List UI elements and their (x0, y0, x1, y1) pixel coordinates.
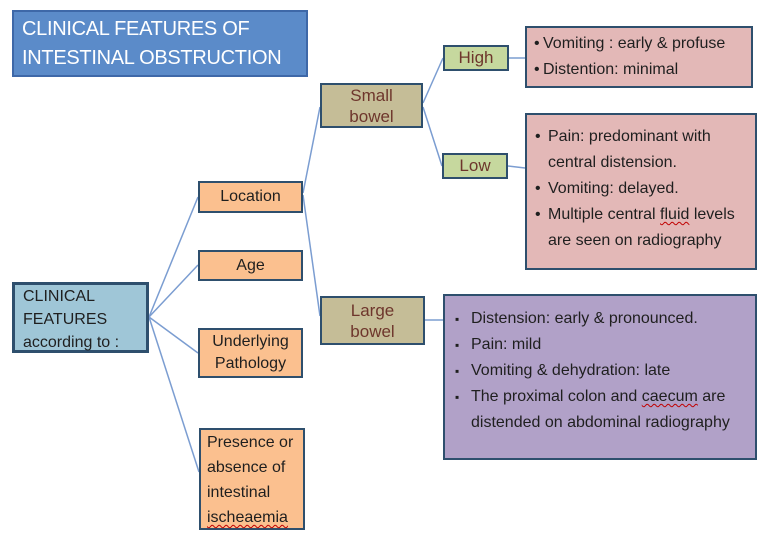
connector-small-bowel-high (422, 57, 444, 104)
bullet-item: •Vomiting : early & profuse (534, 31, 749, 57)
connector-location-large-bowel (302, 194, 321, 317)
connector-location-small-bowel (302, 106, 321, 194)
diagram-title: CLINICAL FEATURES OF INTESTINAL OBSTRUCT… (12, 10, 308, 77)
bullet-text: Vomiting: delayed. (548, 180, 679, 197)
bullet-marker: • (535, 128, 541, 145)
details-high-box: •Vomiting : early & profuse•Distention: … (525, 26, 753, 88)
bullet-text: Vomiting & dehydration: late (471, 362, 671, 379)
connector-root-location (148, 196, 199, 318)
node-age: Age (198, 250, 303, 281)
details-large-bowel-box: ▪ Distension: early & pronounced. ▪ Pain: m… (443, 294, 757, 460)
node-high: High (443, 45, 509, 71)
bullet-item: ▪ Pain: mild (455, 332, 739, 358)
node-location: Location (198, 181, 303, 213)
bullet-text: Vomiting : early & profuse (543, 35, 726, 52)
misspelled-word: caecum (641, 388, 698, 405)
bullet-text: Pain: predominant with central distensio… (548, 128, 711, 171)
bullet-marker: ▪ (455, 364, 460, 378)
bullet-marker: ▪ (455, 312, 460, 326)
bullet-item: • Vomiting: delayed. (535, 176, 749, 202)
bullet-marker: ▪ (455, 338, 460, 352)
connector-root-age (148, 264, 199, 318)
bullet-marker: • (534, 35, 540, 52)
connector-root-pathology (148, 316, 199, 354)
bullet-marker: ▪ (455, 390, 460, 404)
bullet-text: Multiple central fluid levels are seen o… (548, 206, 735, 249)
details-low-box: • Pain: predominant with central distensi… (525, 113, 757, 270)
node-low: Low (442, 153, 508, 179)
node-root: CLINICAL FEATURES according to : (12, 282, 149, 353)
misspelled-word: fluid (660, 206, 690, 223)
bullet-item: •Distention: minimal (534, 57, 749, 83)
node-ischaemia: Presence or absence of intestinal ischea… (199, 428, 305, 530)
bullet-item: ▪ Vomiting & dehydration: late (455, 358, 739, 384)
node-large-bowel: Large bowel (320, 296, 425, 345)
connector-low-details (507, 165, 526, 169)
bullet-text: Distension: early & pronounced. (471, 310, 698, 327)
node-pathology: Underlying Pathology (198, 328, 303, 378)
bullet-text: The proximal colon and caecum are disten… (471, 388, 730, 431)
bullet-marker: • (534, 61, 540, 78)
connector-root-ischaemia (148, 316, 200, 473)
node-small-bowel: Small bowel (320, 83, 423, 128)
bullet-item: • Pain: predominant with central distensi… (535, 124, 749, 176)
bullet-item: ▪ Distension: early & pronounced. (455, 306, 739, 332)
misspelled-word: ischeaemia (207, 509, 288, 526)
bullet-text: Distention: minimal (543, 61, 679, 78)
bullet-item: • Multiple central fluid levels are seen … (535, 202, 749, 254)
bullet-item: ▪ The proximal colon and caecum are diste… (455, 384, 739, 436)
bullet-marker: • (535, 206, 541, 223)
bullet-marker: • (535, 180, 541, 197)
connector-small-bowel-low (422, 106, 443, 167)
bullet-text: Pain: mild (471, 336, 542, 353)
